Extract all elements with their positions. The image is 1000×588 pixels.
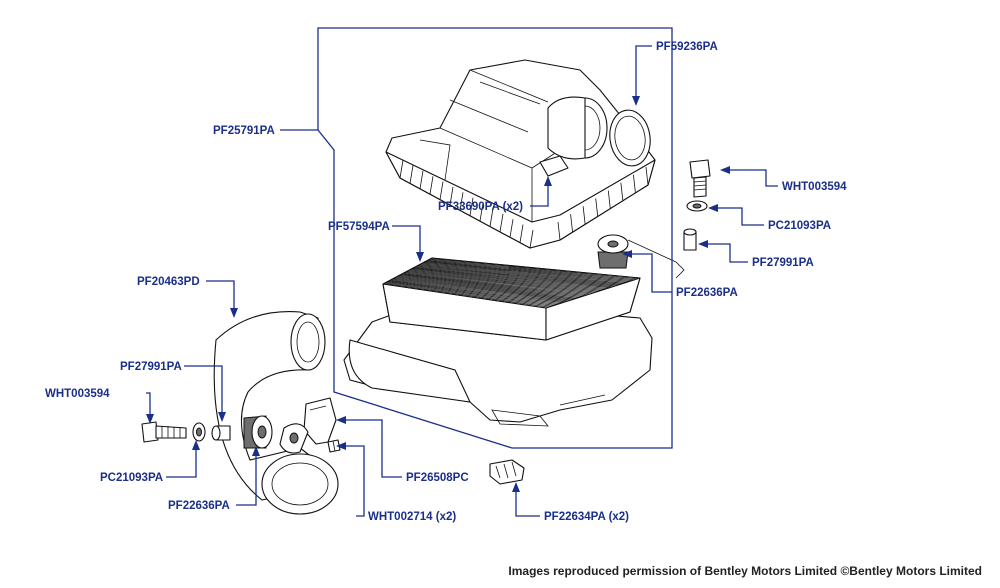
filter-pleat-line [388,280,558,305]
filter-pleat-line [408,269,596,293]
filter-pleat-line [382,283,547,309]
filter-pleat-line [400,274,580,298]
cover-rib-line [519,224,524,243]
cover-rib-line [439,181,444,200]
leader-arrowheads [146,96,730,492]
filter-pleat-line [393,278,566,303]
filter-pleat-line [413,267,605,290]
cover-rib-line [499,213,504,232]
cover-rib-line [509,219,514,238]
mounting-grommet-left [243,415,273,449]
filter-pleat-line [416,266,610,289]
cover-rib-line [459,192,464,211]
filter-pleat-line [421,262,621,285]
cover-rib-line [620,182,624,201]
cover-rib-line [633,174,636,193]
filter-pleat-line [426,260,629,282]
cover-rib-line [429,176,434,195]
filter-pleat-line [404,272,588,296]
filter-pleat-line [384,282,549,308]
cover-rib-line [645,166,649,186]
leader-lines [146,27,778,517]
filter-pleat-line [411,268,602,291]
filter-pleat-line [410,269,599,292]
label-pf33690pa: PF33690PA (x2) [438,201,523,213]
intake-duct [213,311,339,515]
filter-pleat-line [423,262,624,284]
filter-pleat-line [394,277,569,302]
label-pf22636pa-right: PF22636PA [676,287,738,299]
label-pf27991pa-right: PF27991PA [752,257,814,269]
filter-pleats [382,257,641,309]
label-pc21093pa-right: PC21093PA [768,220,831,232]
label-pf26508pc: PF26508PC [406,472,469,484]
cover-rib-line [419,170,424,189]
filter-pleat-line [385,282,552,307]
cover-rib-line [582,206,586,225]
filter-pleat-line [391,279,563,304]
filter-pleat-line [427,259,632,282]
copyright-notice: Images reproduced permission of Bentley … [508,564,982,578]
label-pf20463pd: PF20463PD [137,276,200,288]
bracket [279,397,337,454]
label-pf27991pa-left: PF27991PA [120,361,182,373]
filter-pleat-line [417,265,613,288]
cover-rib-line [607,190,611,209]
filter-pleat-line [424,261,627,283]
label-pf59236pa: PF59236PA [656,41,718,53]
filter-pleat-line [403,272,585,297]
spacer-left [211,425,231,441]
cover-rib-line [469,197,474,216]
filter-pleat-line [429,259,635,281]
filter-pleat-line [395,276,571,301]
spacer-right [683,228,697,251]
label-wht003594-right: WHT003594 [782,181,847,193]
filter-pleat-line [414,266,607,289]
filter-pleat-line [387,281,555,306]
airbox-upper-cover [385,59,656,249]
small-screw [327,439,341,453]
part-labels: PF59236PA PF25791PA WHT003594 PF33690PA … [45,41,847,523]
filter-pleat-line [430,258,638,280]
bolt-right [689,159,711,198]
air-filter-element [382,257,641,341]
cover-rib-line [409,165,414,184]
cover-rib-line [557,221,561,241]
filter-pleat-line [397,275,574,300]
filter-pleat-line [406,271,591,295]
label-pf57594pa: PF57594PA [328,221,390,233]
filter-pleat-line [418,264,616,287]
label-pf22634pa: PF22634PA (x2) [544,511,629,523]
filter-pleat-line [390,279,560,304]
cover-rib-line [399,159,404,179]
label-wht002714: WHT002714 (x2) [368,511,456,523]
cover-ribs [399,159,649,249]
mounting-grommet-right [597,234,685,279]
filter-pleat-line [401,273,582,297]
clip-nut [489,459,525,485]
cover-rib-line [489,208,494,227]
label-pf22636pa-left: PF22636PA [168,500,230,512]
filter-pleat-line [431,257,641,279]
cover-rib-line [570,214,573,233]
cover-rib-line [479,203,484,222]
filter-pleat-line [407,270,594,294]
label-wht003594-left: WHT003594 [45,388,110,400]
filter-pleat-line [398,275,577,299]
label-pf25791pa: PF25791PA [213,125,275,137]
seal-ring [609,109,651,167]
filter-pleat-line [420,263,618,286]
cover-rib-line [449,186,454,205]
washer-right [686,200,708,212]
washer-left [192,422,206,442]
cover-rib-line [529,229,534,249]
label-pc21093pa-left: PC21093PA [100,472,163,484]
cover-rib-line [595,198,599,217]
bolt-left [141,421,187,443]
